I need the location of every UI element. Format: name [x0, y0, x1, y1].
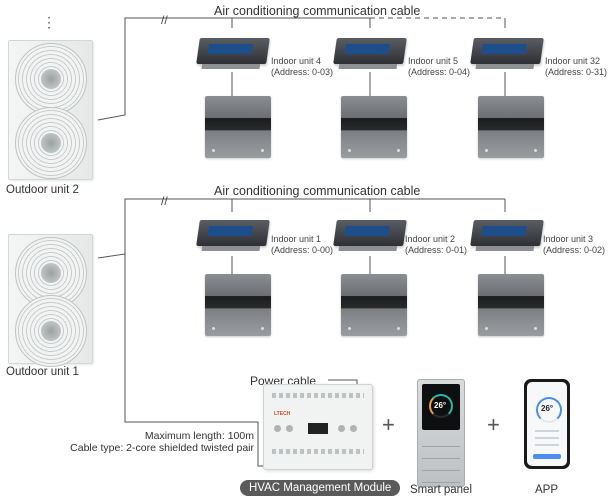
indoor-unit-2-label: Indoor unit 2(Address: 0-01)	[405, 234, 468, 255]
indoor-unit-1-label: Indoor unit 1(Address: 0-00)	[271, 234, 334, 255]
outdoor-unit-2-label: Outdoor unit 2	[6, 184, 79, 196]
indoor-unit-3-label: Indoor unit 3(Address: 0-02)	[543, 234, 606, 255]
wall-panel	[341, 274, 407, 336]
comm-cable-label-top: Air conditioning communication cable	[214, 4, 421, 18]
app-temperature: 26°	[541, 404, 554, 413]
wall-panel	[478, 96, 544, 158]
indoor-unit-5-image	[333, 38, 407, 64]
fan-icon	[15, 107, 87, 179]
wall-panel	[205, 96, 271, 158]
cable-break-mark-bottom: //	[161, 194, 168, 208]
fan-icon	[15, 295, 87, 367]
plus-sign: +	[487, 412, 500, 437]
wall-panel	[341, 96, 407, 158]
comm-cable-label-bottom: Air conditioning communication cable	[214, 184, 421, 198]
outdoor-unit-1-image	[8, 234, 93, 367]
indoor-unit-5-label: Indoor unit 5(Address: 0-04)	[408, 56, 471, 77]
indoor-unit-4-label: Indoor unit 4(Address: 0-03)	[271, 56, 334, 77]
indoor-unit-4-image	[196, 38, 270, 64]
plus-sign: +	[382, 412, 395, 437]
indoor-unit-2-image	[333, 220, 407, 246]
wall-panel	[478, 274, 544, 336]
module-display	[308, 423, 328, 434]
more-units-ellipsis: ⋮	[42, 14, 56, 30]
app-label: APP	[535, 484, 559, 496]
smart-panel-label: Smart panel	[410, 484, 473, 496]
panel-temperature: 26°	[434, 401, 447, 410]
hvac-management-module-label: HVAC Management Module	[240, 480, 401, 496]
indoor-unit-3-image	[470, 220, 544, 246]
outdoor-unit-1-label: Outdoor unit 1	[6, 366, 79, 378]
hvac-management-module-image: LTECH	[263, 384, 373, 470]
brand-logo: LTECH	[274, 411, 291, 417]
outdoor-unit-2-image	[8, 40, 93, 180]
indoor-unit-32-label: Indoor unit 32(Address: 0-31)	[545, 56, 608, 77]
fan-icon	[15, 43, 87, 115]
indoor-unit-1-image	[196, 220, 270, 246]
indoor-unit-32-image	[470, 38, 544, 64]
cable-spec-note: Maximum length: 100m Cable type: 2-core …	[70, 430, 254, 454]
smart-panel-image: 26°	[417, 379, 465, 487]
wall-panel	[205, 274, 271, 336]
cable-break-mark-top: //	[161, 13, 168, 27]
app-phone-image: 26°	[524, 379, 570, 469]
